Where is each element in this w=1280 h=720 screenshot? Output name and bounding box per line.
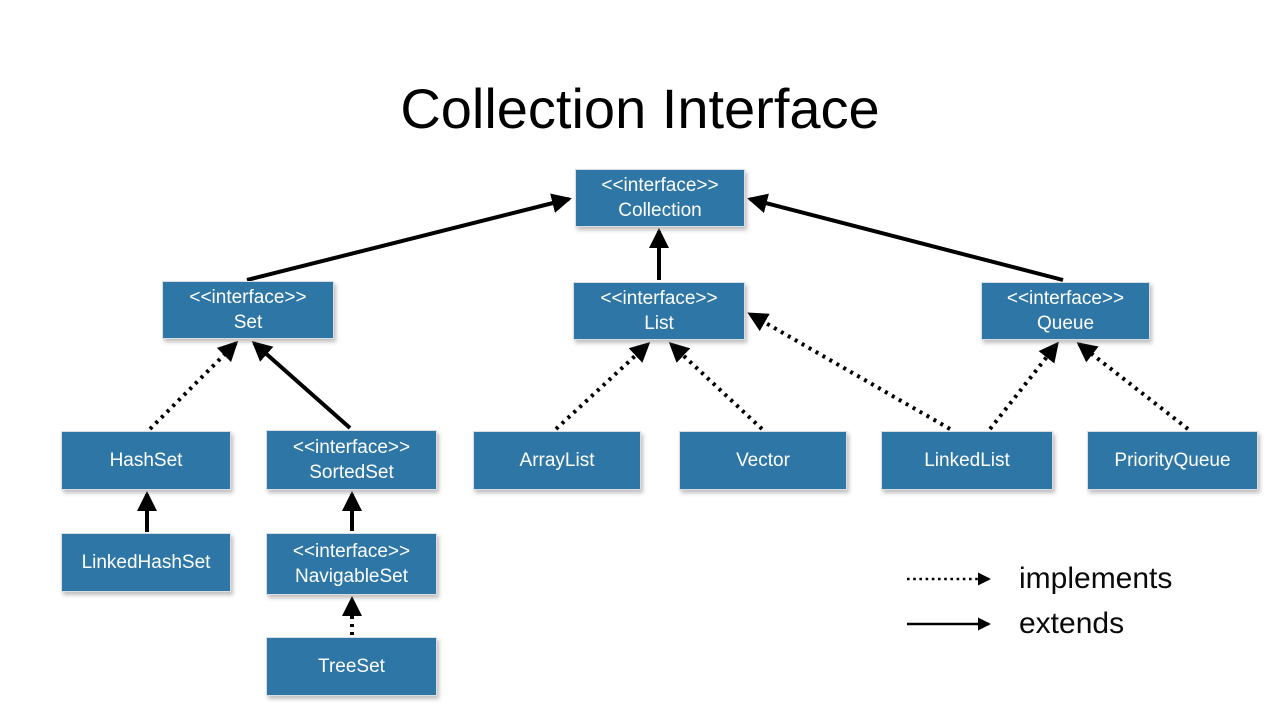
node-label: SortedSet <box>309 462 394 483</box>
page-title: Collection Interface <box>400 77 880 140</box>
node-sortedset: <<interface>> SortedSet <box>266 430 437 490</box>
edge-vector-list-implements <box>668 341 764 431</box>
node-label: LinkedHashSet <box>81 552 211 573</box>
node-label: List <box>644 313 674 334</box>
edge-queue-collection-extends <box>747 193 1064 282</box>
node-navigableset: <<interface>> NavigableSet <box>266 533 437 595</box>
node-label: ArrayList <box>519 450 595 471</box>
node-collection: <<interface>> Collection <box>575 169 745 227</box>
node-linkedlist: LinkedList <box>881 431 1053 490</box>
legend: implements extends <box>905 556 1172 646</box>
node-queue: <<interface>> Queue <box>981 282 1150 340</box>
edge-arraylist-list-implements <box>554 341 651 431</box>
edge-sortedset-set-extends <box>251 341 352 430</box>
edge-hashset-set-implements <box>148 340 239 431</box>
legend-item-extends: extends <box>905 601 1172 646</box>
node-label: LinkedList <box>924 450 1010 471</box>
edge-linkedlist-list-implements <box>747 312 951 431</box>
node-vector: Vector <box>679 431 847 490</box>
node-stereotype: <<interface>> <box>292 541 411 562</box>
node-list: <<interface>> List <box>573 282 745 340</box>
node-label: Queue <box>1036 313 1095 334</box>
node-label: PriorityQueue <box>1114 450 1231 471</box>
node-set: <<interface>> Set <box>162 281 334 339</box>
node-label: Vector <box>736 450 790 471</box>
node-label: TreeSet <box>318 656 385 677</box>
node-stereotype: <<interface>> <box>601 175 719 196</box>
node-hashset: HashSet <box>61 431 231 490</box>
legend-item-implements: implements <box>905 556 1172 601</box>
node-stereotype: <<interface>> <box>292 437 411 458</box>
node-label: Collection <box>618 200 702 221</box>
node-stereotype: <<interface>> <box>189 287 307 308</box>
node-arraylist: ArrayList <box>473 431 641 490</box>
legend-label-extends: extends <box>1019 606 1125 640</box>
edge-linkedlist-queue-implements <box>988 341 1059 431</box>
node-stereotype: <<interface>> <box>1006 288 1125 309</box>
node-label: NavigableSet <box>294 566 409 587</box>
legend-label-implements: implements <box>1019 561 1173 595</box>
node-linkedhashset: LinkedHashSet <box>61 533 231 592</box>
node-stereotype: <<interface>> <box>600 288 718 309</box>
node-label: HashSet <box>109 450 183 471</box>
edge-set-collection-extends <box>246 193 572 282</box>
node-label: Set <box>233 312 263 333</box>
edge-priorityqueue-queue-implements <box>1076 342 1190 431</box>
node-treeset: TreeSet <box>266 637 437 696</box>
dotted-arrow-icon <box>907 572 991 585</box>
node-priorityqueue: PriorityQueue <box>1087 431 1258 490</box>
solid-arrow-icon <box>907 617 991 630</box>
